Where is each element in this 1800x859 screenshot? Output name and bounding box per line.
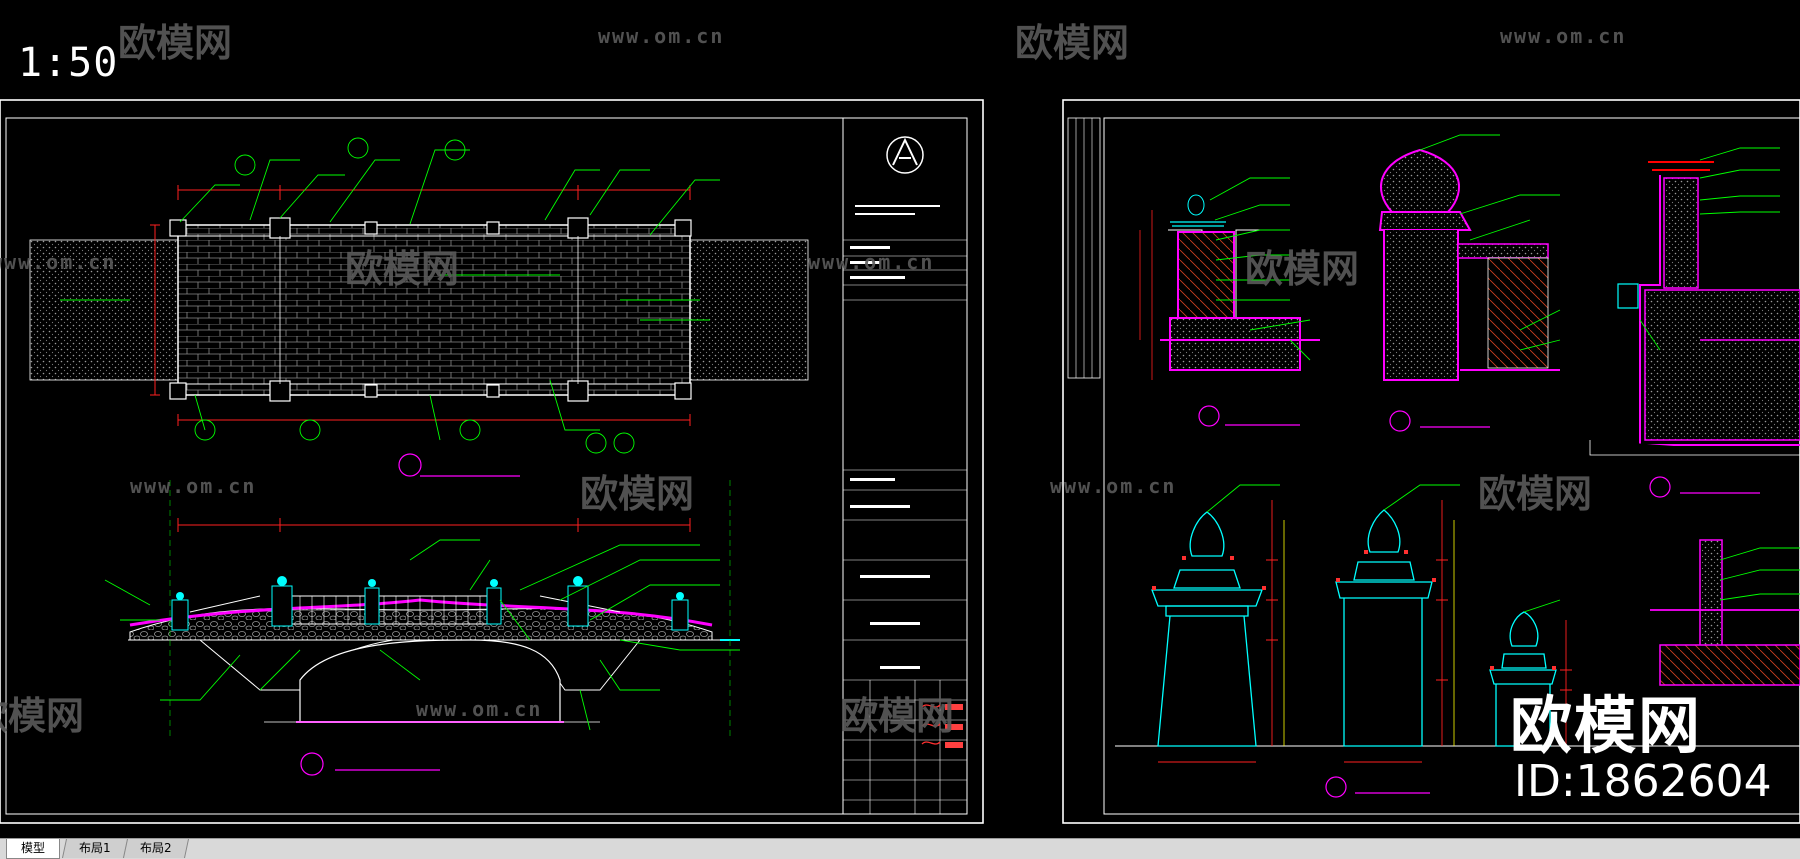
brand-title: 欧模网 [1510, 689, 1703, 762]
right-sheet [1062, 99, 1800, 824]
watermark-url: www.om.cn [1050, 474, 1177, 498]
watermark-brand: 欧模网 [1245, 247, 1360, 291]
tab-label: 布局2 [140, 841, 172, 855]
watermark-url: www.om.cn [1500, 24, 1627, 48]
watermark-brand: 欧模网 [0, 694, 85, 738]
watermark-url: www.om.cn [0, 250, 117, 274]
watermark-brand: 欧模网 [1015, 21, 1130, 65]
watermark-url: www.om.cn [130, 474, 257, 498]
tab-model[interactable]: 模型 [6, 839, 61, 859]
model-id: ID:1862604 [1514, 756, 1772, 807]
tab-label: 模型 [21, 841, 46, 855]
tab-label: 布局1 [79, 841, 111, 855]
watermark-url: www.om.cn [808, 250, 935, 274]
view-scale-label: 1:50 [18, 40, 119, 86]
cad-drawing-svg[interactable] [0, 0, 1800, 838]
watermark-brand: 欧模网 [580, 472, 695, 516]
watermark-brand: 欧模网 [1478, 472, 1593, 516]
layout-tab-bar: 模型 布局1 布局2 [0, 838, 1800, 859]
watermark-url: www.om.cn [416, 697, 543, 721]
watermark-brand: 欧模网 [345, 247, 460, 291]
watermark-url: www.om.cn [598, 24, 725, 48]
left-sheet [0, 99, 984, 824]
watermark-brand: 欧模网 [840, 694, 955, 738]
tab-layout-1[interactable]: 布局1 [61, 839, 128, 858]
tab-layout-2[interactable]: 布局2 [122, 839, 189, 858]
watermark-brand: 欧模网 [118, 21, 233, 65]
cad-model-space[interactable]: 1:50 欧模网 www.om.cn 欧模网 www.om.cn 欧模网 www… [0, 0, 1800, 838]
